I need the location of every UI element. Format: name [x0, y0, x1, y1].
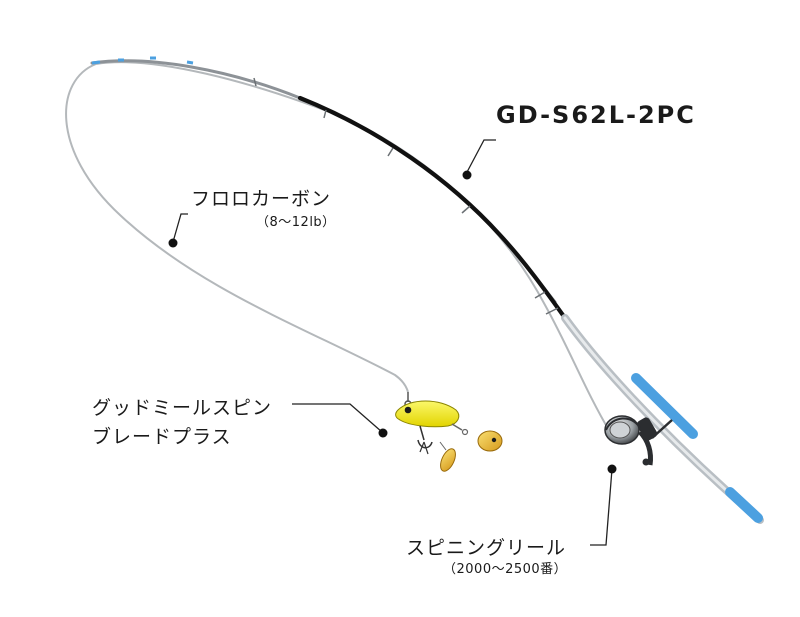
lure-name-line1: グッドミールスピン: [92, 397, 273, 419]
leader-dots: [168, 170, 617, 474]
leader-reel: [590, 468, 613, 546]
leader-rod: [465, 139, 496, 175]
rod-model-label: GD-S62L-2PC: [496, 101, 696, 129]
lure-name-line2: ブレードプラス: [92, 426, 232, 448]
spinning-reel-icon: [604, 415, 673, 466]
leader-line: [172, 213, 188, 243]
line-name-label: フロロカーボン: [191, 188, 332, 210]
lure-icon: [395, 392, 503, 472]
rod-icon: [90, 56, 764, 524]
reel-name-label: スピニングリール: [406, 537, 567, 559]
leader-lines: [172, 139, 613, 546]
line-spec-label: （8〜12lb）: [256, 215, 336, 230]
reel-spec-label: （2000〜2500番）: [443, 562, 568, 577]
leader-lure: [292, 403, 383, 433]
